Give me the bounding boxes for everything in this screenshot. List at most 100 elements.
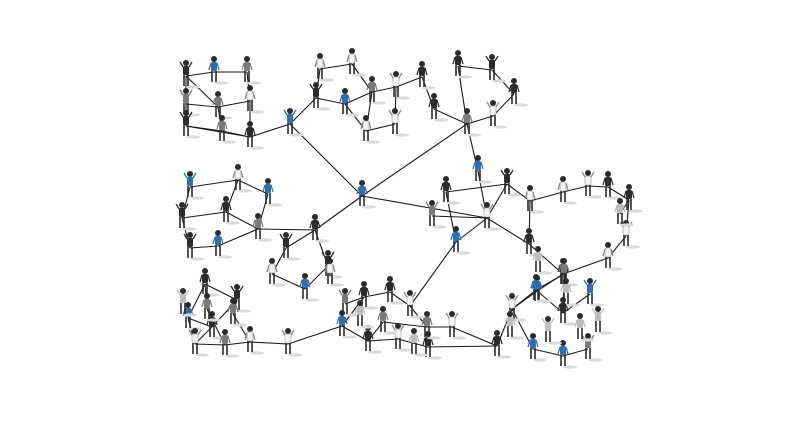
connection-line [367, 338, 399, 342]
connection-line [562, 257, 609, 275]
person-icon [299, 273, 319, 302]
person-icon [581, 170, 602, 199]
connection-line [204, 283, 238, 301]
connection-line [249, 123, 291, 138]
connection-line [486, 217, 530, 245]
connection-line [351, 63, 373, 93]
person-icon [309, 214, 329, 243]
person-icon [360, 115, 380, 144]
person-icon [422, 331, 442, 360]
person-icon [623, 184, 643, 213]
connection-line [492, 93, 515, 117]
person-icon [500, 168, 521, 197]
person-icon [480, 202, 501, 231]
connection-line [562, 185, 589, 193]
person-icon [179, 110, 200, 139]
person-icon [244, 121, 264, 150]
person-icon [530, 274, 550, 303]
connection-line [304, 265, 329, 290]
connection-line [528, 243, 564, 275]
connection-line [181, 211, 227, 219]
connection-line [363, 291, 391, 298]
person-icon [389, 71, 410, 100]
person-icon [560, 278, 580, 307]
connection-line [389, 291, 411, 307]
person-icon [179, 60, 200, 89]
person-icon [425, 200, 446, 229]
person-icon [403, 290, 424, 319]
connection-line [451, 326, 498, 347]
person-icon [309, 82, 330, 111]
person-icon [602, 242, 622, 271]
person-icon [491, 330, 511, 359]
person-icon [183, 171, 204, 200]
connection-line [315, 97, 346, 105]
person-icon [220, 196, 240, 225]
connection-line [249, 341, 289, 345]
person-icon [472, 155, 492, 184]
connection-line [427, 345, 498, 348]
person-icon [336, 310, 356, 339]
person-icon [281, 328, 302, 357]
person-icon [346, 48, 366, 77]
person-icon [232, 164, 252, 193]
person-icon [452, 50, 472, 79]
person-icon [591, 306, 612, 335]
person-icon [283, 108, 304, 137]
connection-line [455, 217, 488, 243]
connection-line [187, 317, 213, 328]
connection-line [185, 75, 219, 108]
person-icon [384, 276, 404, 305]
connection-line [361, 123, 468, 197]
connection-line [189, 245, 219, 249]
connection-line [217, 228, 259, 247]
connection-line [529, 191, 564, 202]
connection-line [562, 348, 589, 357]
connection-line [587, 185, 609, 188]
connection-line [289, 97, 317, 125]
person-icon [339, 88, 359, 117]
person-icon [461, 108, 481, 137]
person-icon [176, 288, 197, 317]
connection-line [466, 115, 494, 125]
person-icon [485, 54, 506, 83]
connection-line [185, 103, 219, 108]
connection-line [344, 296, 365, 305]
people-nodes [175, 48, 643, 369]
connection-line [185, 125, 251, 138]
person-icon [574, 313, 594, 342]
connection-line [287, 325, 343, 345]
person-icon [179, 88, 200, 117]
person-icon [366, 76, 386, 105]
person-icon [216, 115, 236, 144]
connection-line [457, 65, 493, 71]
connection-line [361, 195, 488, 219]
connection-line [562, 293, 591, 314]
connection-line [314, 195, 363, 231]
person-icon [324, 258, 344, 287]
connection-line [511, 290, 538, 310]
connection-line [409, 241, 457, 307]
person-icon [188, 328, 209, 357]
person-icon [227, 298, 247, 327]
connection-line [217, 100, 251, 108]
connection-line [486, 183, 508, 219]
person-icon [557, 340, 577, 369]
person-icon [183, 232, 204, 261]
connection-line [395, 76, 423, 88]
connection-line [189, 179, 239, 188]
connection-line [185, 71, 215, 77]
person-icon [508, 78, 528, 107]
connection-line [365, 123, 396, 132]
connection-line [194, 343, 226, 346]
person-icon [175, 202, 196, 231]
person-icon [201, 293, 221, 322]
person-icon [391, 323, 412, 352]
person-icon [602, 171, 622, 200]
person-icon [428, 93, 448, 122]
connection-line [506, 183, 531, 202]
connection-line [344, 103, 367, 132]
person-icon [581, 333, 602, 362]
connection-line [371, 86, 397, 93]
person-icon [388, 108, 409, 137]
